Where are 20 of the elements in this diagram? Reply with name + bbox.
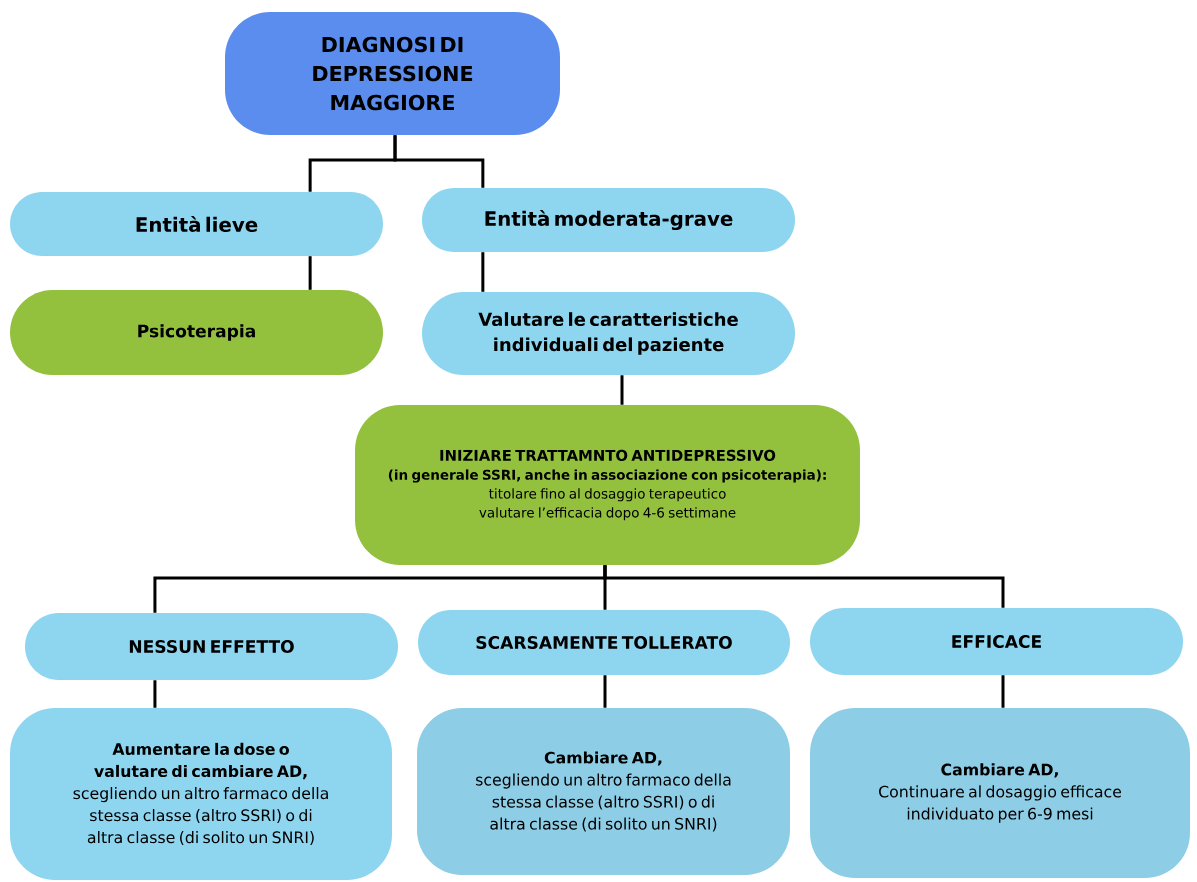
connector-line [153, 680, 157, 708]
rounded-box: SCARSAMENTE TOLLERATO [418, 610, 790, 675]
connector-line [1001, 675, 1005, 708]
treatment-box: INIZIARE TRATTAMNTO ANTIDEPRESSIVO (in generale SSRI, anche in associazione con psicoterapia): titolare fino al dosaggio terapeutico valutare l’efficacia dopo 4-6 settimane [355, 405, 860, 565]
rounded-box: EFFICACE [810, 608, 1183, 675]
connector-line [393, 135, 485, 188]
connector-line [481, 252, 485, 292]
rounded-box: Psicoterapia [10, 290, 383, 375]
connector-line [603, 565, 1005, 608]
rounded-box: Aumentare la dose o valutare di cambiare AD, scegliendo un altro farmaco della stessa classe (altro SSRI) o di altra classe (di solito un SNRI) [10, 708, 392, 880]
connector-line [308, 256, 312, 290]
rounded-box: Cambiare AD, Continuare al dosaggio efficace individuato per 6-9 mesi [810, 708, 1190, 878]
rounded-box: Entità moderata-grave [422, 188, 795, 252]
rounded-box: Cambiare AD, scegliendo un altro farmaco della stessa classe (altro SSRI) o di altra classe (di solito un SNRI) [417, 708, 790, 875]
start-box: DIAGNOSI DI DEPRESSIONE MAGGIORE [225, 12, 560, 135]
connector-line [603, 675, 607, 708]
rounded-box: Entità lieve [10, 192, 383, 256]
rounded-box: NESSUN EFFETTO [25, 613, 398, 680]
rounded-box: Valutare le caratteristiche individuali del paziente [422, 292, 795, 375]
connector-line [620, 375, 624, 405]
